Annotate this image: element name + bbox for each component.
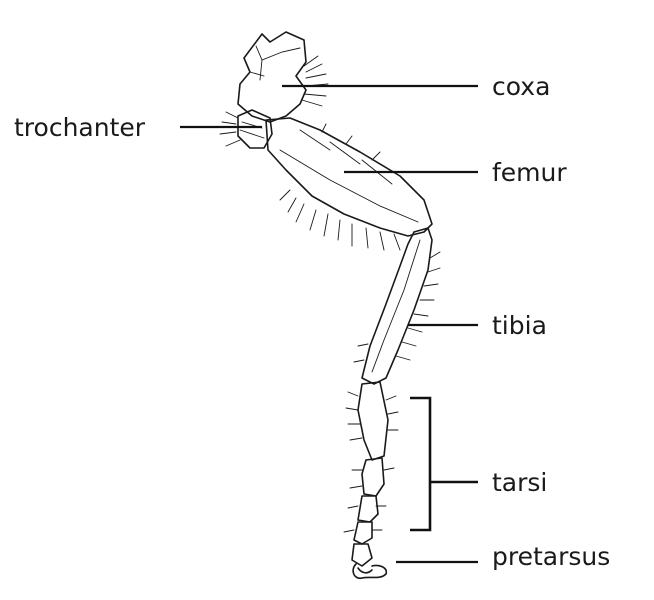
- trochanter-segment: [219, 109, 273, 149]
- femur-segment: [265, 117, 433, 251]
- tarsi-label: tarsi: [492, 468, 547, 497]
- tibia-segment: [353, 227, 441, 385]
- pretarsus-claws: [352, 563, 388, 580]
- pretarsus-label: pretarsus: [492, 542, 610, 571]
- tibia-label: tibia: [492, 311, 547, 340]
- leg-illustration: [219, 31, 441, 580]
- tarsi-segments: [343, 381, 399, 567]
- coxa-label: coxa: [492, 72, 550, 101]
- coxa-segment: [237, 31, 329, 123]
- femur-label: femur: [492, 158, 567, 187]
- tarsi-bracket: [410, 396, 478, 532]
- trochanter-label: trochanter: [14, 113, 146, 142]
